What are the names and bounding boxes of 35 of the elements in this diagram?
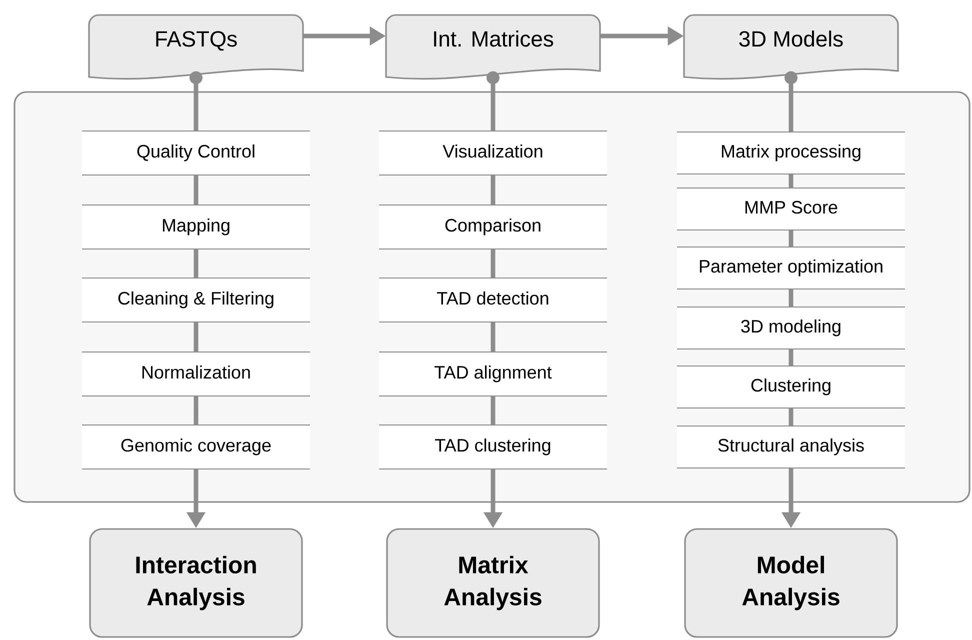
step-box: Mapping: [82, 204, 310, 250]
connector-line: [490, 175, 496, 205]
step-box: Genomic coverage: [82, 424, 310, 470]
step-box: Clustering: [676, 366, 906, 408]
step-box: Parameter optimization: [676, 246, 906, 290]
step-box: 3D modeling: [676, 306, 906, 350]
step-box: Normalization: [82, 352, 310, 396]
step-box: TAD alignment: [378, 352, 608, 396]
result-box: Interaction Analysis: [89, 528, 303, 638]
connector-line: [194, 175, 198, 205]
connector-line: [490, 249, 496, 278]
connector-line: [788, 230, 794, 247]
connector-line: [490, 322, 496, 352]
step-box: Comparison: [378, 204, 608, 250]
arrow: [784, 71, 798, 132]
step-box: MMP Score: [676, 188, 906, 230]
step-box: TAD clustering: [378, 424, 608, 470]
connector-line: [788, 289, 794, 307]
step-box: TAD detection: [378, 278, 608, 322]
result-box: Model Analysis: [684, 528, 898, 638]
connector-line: [788, 408, 794, 426]
arrow: [190, 71, 202, 131]
connector-line: [490, 396, 496, 425]
result-box: Matrix Analysis: [386, 528, 600, 638]
connector-line: [194, 322, 198, 352]
step-box: Visualization: [378, 130, 608, 176]
connector-line: [194, 396, 198, 425]
connector-line: [788, 349, 794, 366]
connector-line: [194, 249, 198, 278]
arrow: [486, 71, 500, 131]
step-box: Matrix processing: [676, 132, 906, 174]
connector-line: [788, 174, 794, 188]
step-box: Structural analysis: [676, 426, 906, 468]
step-box: Cleaning & Filtering: [82, 278, 310, 322]
step-box: Quality Control: [82, 130, 310, 176]
